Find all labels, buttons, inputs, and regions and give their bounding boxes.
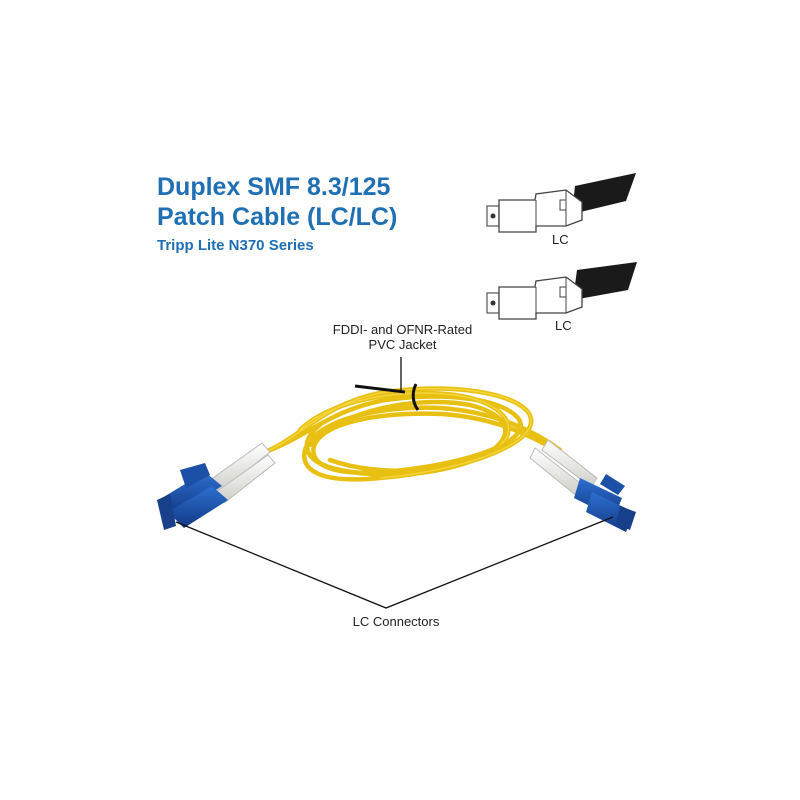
yellow-patch-cable [255, 386, 569, 482]
lc-label-top: LC [552, 232, 569, 247]
lc-connector-left [157, 442, 276, 530]
connectors-callout-line [175, 516, 614, 609]
jacket-callout-text: FDDI- and OFNR-Rated PVC Jacket [320, 322, 485, 352]
jacket-marking [354, 384, 406, 394]
connectors-callout-text: LC Connectors [352, 614, 440, 629]
jacket-callout-line-1: FDDI- and OFNR-Rated [332, 322, 473, 337]
product-series: Tripp Lite N370 Series [157, 237, 314, 254]
lc-label-bottom: LC [555, 318, 572, 333]
lc-connector-right [529, 439, 636, 532]
title-line-1: Duplex SMF 8.3/125 [157, 173, 391, 201]
lc-connector-diagram-top [486, 173, 636, 233]
title-line-2: Patch Cable (LC/LC) [157, 203, 398, 231]
product-title: Duplex SMF 8.3/125 Patch Cable (LC/LC) T… [157, 172, 397, 257]
lc-connector-diagram-bottom [486, 262, 637, 320]
jacket-callout-line-2: PVC Jacket [368, 337, 437, 352]
